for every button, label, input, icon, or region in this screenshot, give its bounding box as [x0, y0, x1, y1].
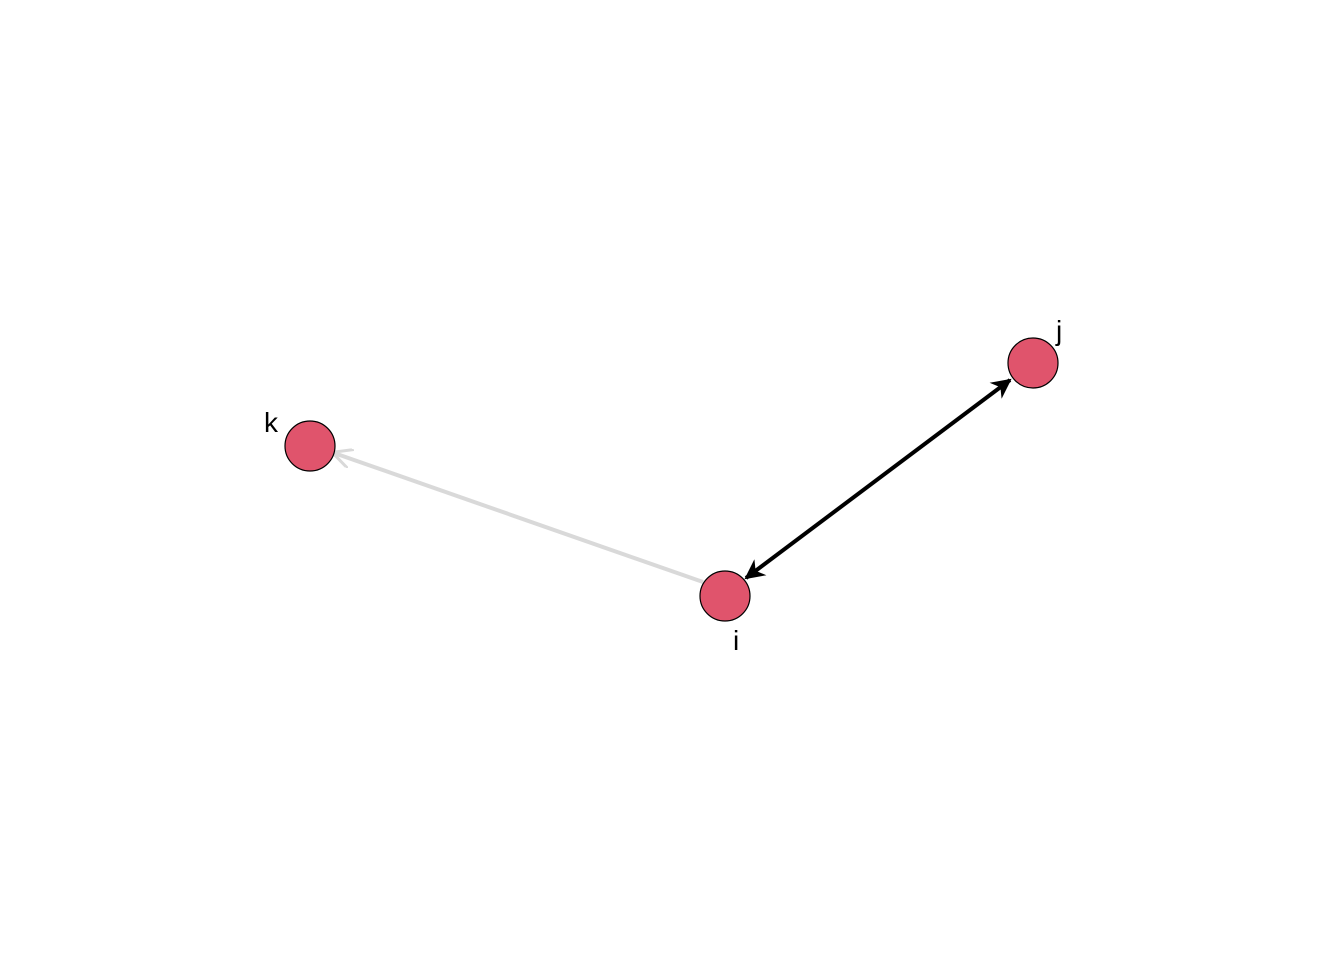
node-label-k: k	[264, 407, 279, 438]
nodes-layer	[284, 337, 1059, 622]
node-j[interactable]	[1007, 337, 1059, 389]
edge-i-k	[334, 453, 704, 584]
edges-layer	[334, 378, 1012, 584]
edge-i-j	[744, 378, 1012, 580]
node-label-j: j	[1055, 315, 1062, 346]
labels-layer: k i j	[264, 315, 1062, 656]
node-i[interactable]	[699, 570, 751, 622]
node-label-i: i	[733, 625, 739, 656]
node-k[interactable]	[284, 420, 336, 472]
